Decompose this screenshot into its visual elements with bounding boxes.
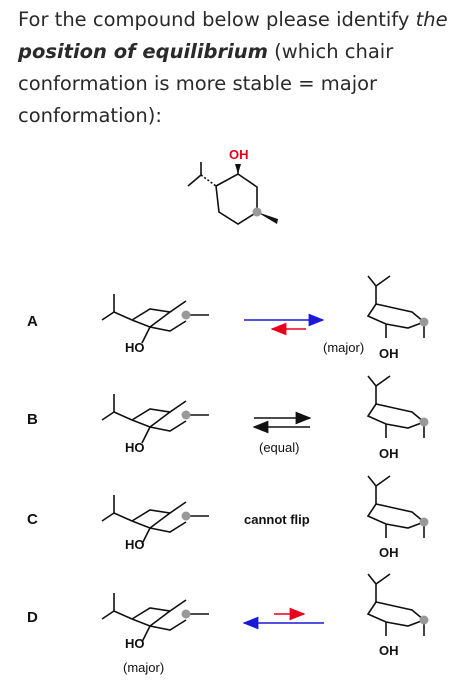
option-b-oh-label: OH: [379, 446, 399, 461]
option-d-oh-label: OH: [379, 643, 399, 658]
option-a-ho-label: HO: [125, 340, 145, 355]
option-c-right-chair: [367, 475, 430, 539]
option-b-middle-text: (equal): [259, 440, 300, 455]
main-compound-structure: [187, 162, 278, 225]
question-part-1: For the compound below please identify: [18, 8, 416, 31]
option-c-ho-label: HO: [125, 537, 145, 552]
option-a-right-chair: [367, 275, 430, 339]
option-c-left-chair: [101, 494, 210, 545]
option-a-right-note: (major): [323, 340, 365, 355]
option-a-oh-label: OH: [379, 346, 399, 361]
option-d-right-chair: [367, 573, 430, 637]
option-c-middle-text: cannot flip: [244, 512, 310, 527]
question-part-4: (which chair conformation is more stable…: [18, 40, 394, 127]
option-d-left-note: (major): [123, 660, 165, 675]
option-c-oh-label: OH: [379, 545, 399, 560]
option-b-right-chair: [367, 375, 430, 439]
option-d-left-chair: [101, 592, 210, 643]
question-part-3: position of equilibrium: [18, 40, 268, 63]
option-a-left-chair: [101, 293, 210, 344]
option-b-left-chair: [101, 393, 210, 444]
compound-oh-label: OH: [229, 147, 249, 162]
option-c-letter[interactable]: C: [27, 511, 38, 528]
option-d-letter[interactable]: D: [27, 609, 38, 626]
option-b-ho-label: HO: [125, 440, 145, 455]
option-a-letter[interactable]: A: [27, 313, 38, 330]
option-b-letter[interactable]: B: [27, 411, 38, 428]
question-text: For the compound below please identify t…: [18, 4, 448, 132]
question-part-2: the: [415, 8, 448, 31]
option-d-ho-label: HO: [125, 636, 145, 651]
